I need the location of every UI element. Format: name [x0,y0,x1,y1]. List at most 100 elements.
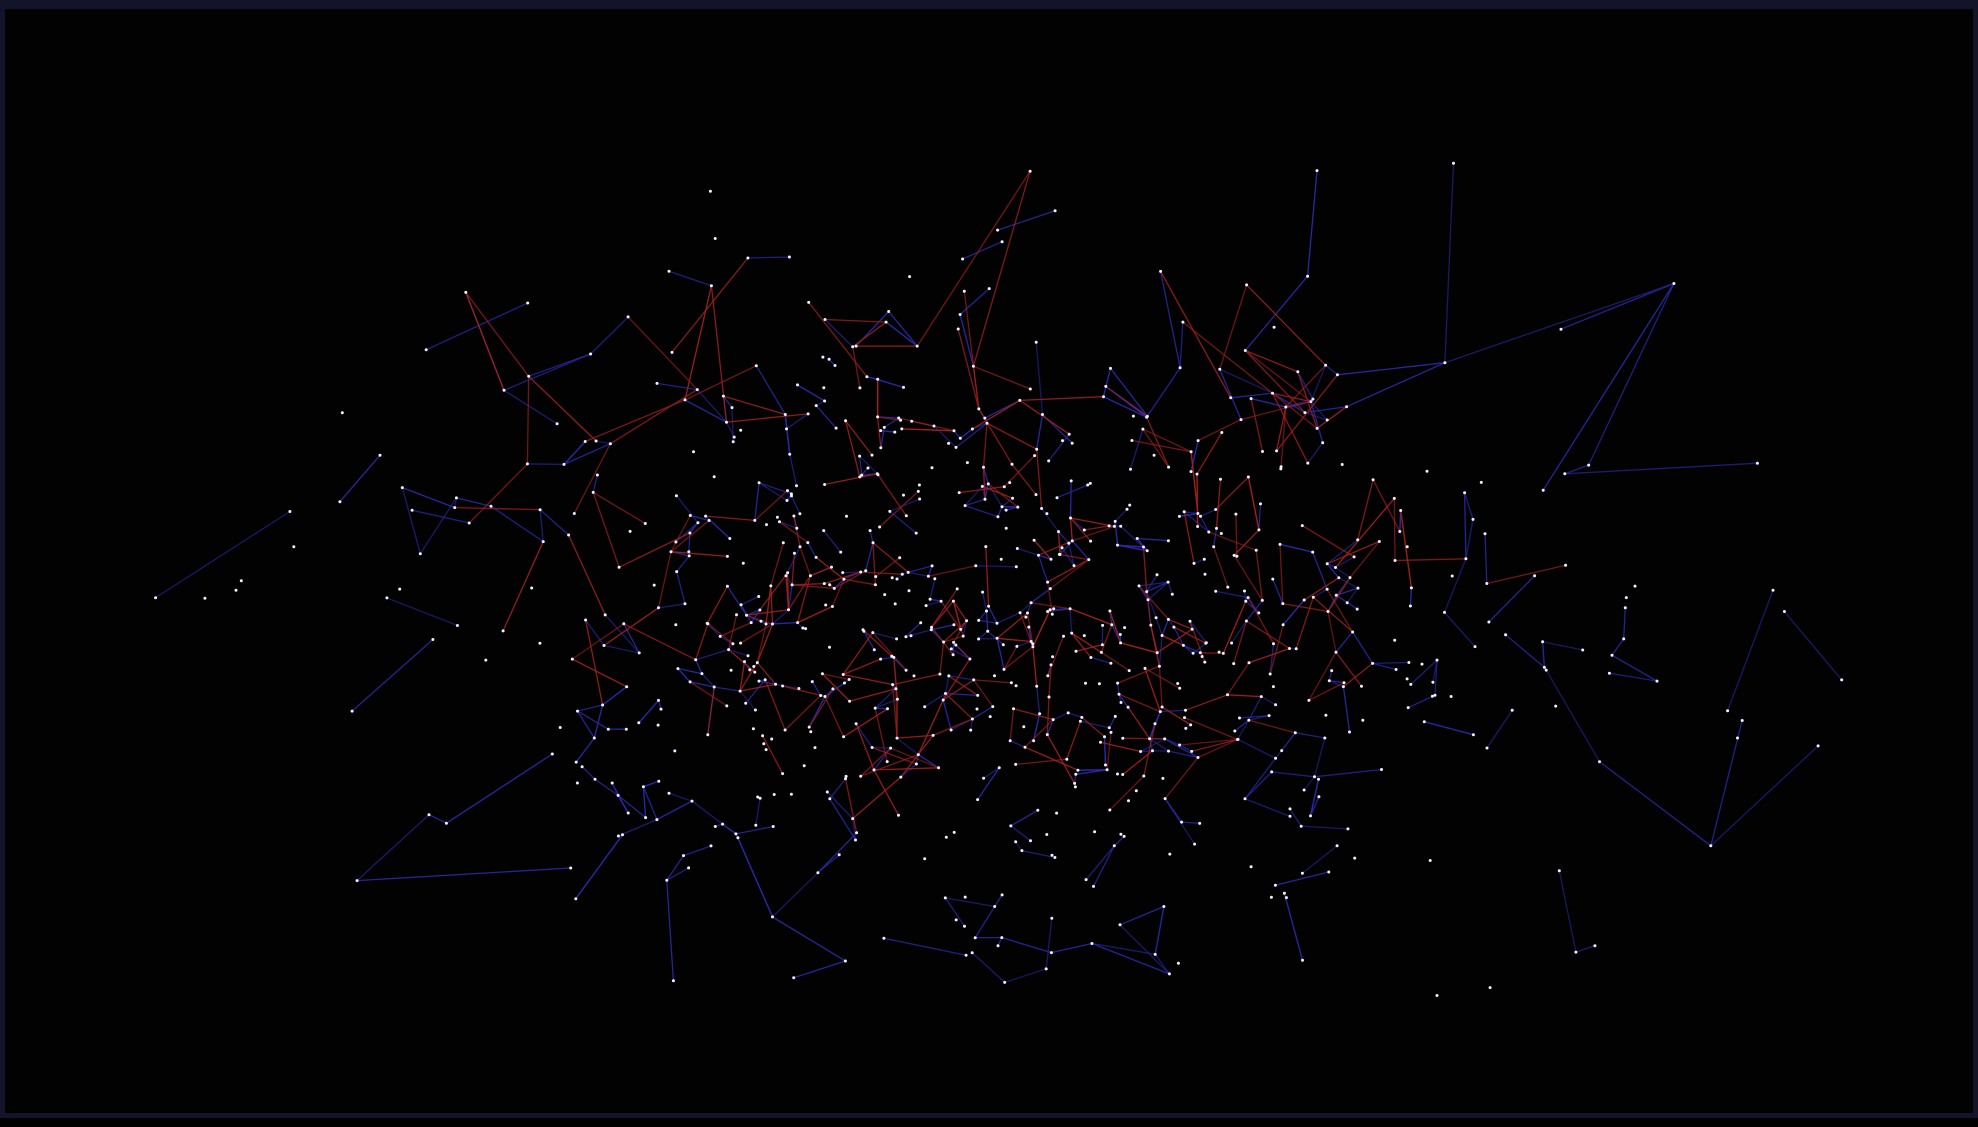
graph-node [1840,678,1843,681]
graph-node [1406,545,1409,548]
graph-node [730,669,733,672]
red-edge [729,650,755,673]
graph-node [1334,566,1337,569]
graph-node [974,936,977,939]
graph-node [1055,812,1058,815]
graph-node [1423,720,1426,723]
graph-node [1092,885,1095,888]
graph-node [931,466,934,469]
graph-node [1817,744,1820,747]
graph-node [953,429,956,432]
graph-node [456,624,459,627]
graph-node [1183,510,1186,513]
graph-node [1190,470,1193,473]
graph-node [1431,681,1434,684]
graph-node [425,348,428,351]
graph-node [1511,709,1514,712]
graph-node [674,623,677,626]
graph-node [1109,662,1112,665]
graph-node [671,351,674,354]
graph-node [1156,651,1159,654]
graph-node [689,680,692,683]
graph-node [807,412,810,415]
blue-edge [773,623,798,624]
blue-edge [1201,510,1216,517]
graph-node [1011,463,1014,466]
graph-node [1045,967,1048,970]
blue-edge [1165,739,1180,745]
blue-edge [953,642,954,654]
graph-node [1057,530,1060,533]
graph-node [796,621,799,624]
graph-node [1543,666,1546,669]
blue-edge [340,455,380,502]
graph-node [1284,406,1287,409]
graph-node [956,587,959,590]
graph-node [1316,427,1319,430]
graph-node [765,623,768,626]
graph-node [1035,448,1038,451]
graph-node [944,896,947,899]
graph-node [1193,843,1196,846]
graph-node [235,589,238,592]
blue-edge [576,738,594,762]
red-edge [1037,449,1042,508]
blue-edge [1194,559,1204,563]
blue-edge [830,779,846,799]
graph-node [411,509,414,512]
graph-node [886,760,889,763]
red-edge [1082,717,1105,736]
graph-node [1219,478,1222,481]
red-edge [810,567,831,576]
blue-edge [748,257,790,258]
graph-node [1015,645,1018,648]
graph-node [1119,923,1122,926]
blue-edge [1315,738,1325,777]
graph-node [826,791,829,794]
graph-node [1309,814,1312,817]
graph-node [731,642,734,645]
graph-node [1393,639,1396,642]
blue-edge [352,640,433,712]
graph-node [1301,872,1304,875]
blue-edge [1445,163,1454,363]
red-edge [1123,751,1153,775]
graph-node [1118,693,1121,696]
graph-node [774,683,777,686]
red-edge [1020,400,1069,434]
graph-node [1181,321,1184,324]
graph-node [1343,681,1346,684]
graph-node [932,734,935,737]
graph-node [526,462,529,465]
graph-node [1015,684,1018,687]
graph-node [1161,634,1164,637]
blue-edge [446,754,552,823]
graph-node [977,619,980,622]
graph-node [1307,699,1310,702]
graph-node [1119,525,1122,528]
graph-node [464,291,467,294]
blue-edge [773,873,818,917]
graph-node [1268,714,1271,717]
graph-node [1772,589,1775,592]
blue-edge [875,708,887,709]
graph-node [1229,396,1232,399]
graph-node [1083,529,1086,532]
blue-edge [926,601,941,605]
graph-node [689,514,692,517]
graph-node [910,634,913,637]
blue-edge [1506,635,1545,668]
graph-node [1158,665,1161,668]
graph-node [575,761,578,764]
blue-edge [1565,463,1758,474]
graph-node [1380,768,1383,771]
graph-node [1203,558,1206,561]
graph-node [754,709,757,712]
red-edge [1184,512,1194,564]
blue-edge [1017,549,1038,556]
graph-node [1035,493,1038,496]
graph-node [1031,645,1034,648]
graph-node [1472,518,1475,521]
red-edge [940,642,944,674]
graph-node [1003,981,1006,984]
